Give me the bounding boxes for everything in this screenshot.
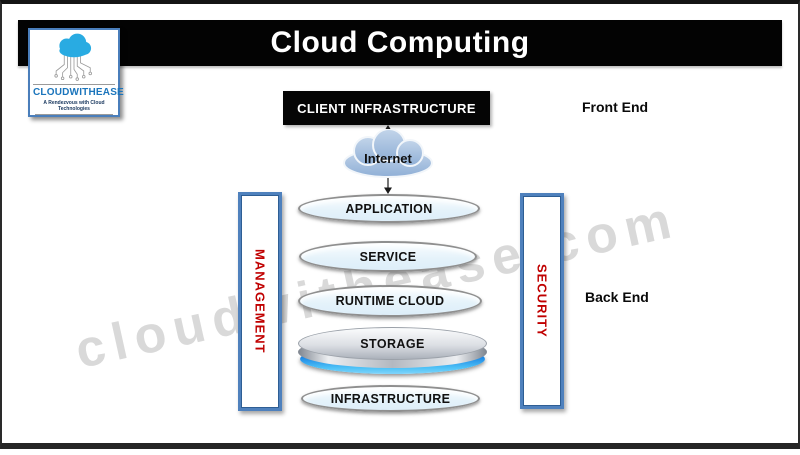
internet-label: Internet (364, 151, 412, 166)
logo-cloud-icon (54, 33, 92, 81)
internet-cloud-icon (343, 128, 433, 178)
client-infrastructure-box: CLIENT INFRASTRUCTURE (283, 91, 490, 125)
internet-cloud: Internet (334, 128, 442, 179)
management-label: MANAGEMENT (252, 249, 268, 354)
security-bar: SECURITY (520, 193, 564, 409)
logo: CLOUDWITHEASE A Rendezvous with Cloud Te… (28, 28, 124, 117)
layer-runtime-cloud: RUNTIME CLOUD (298, 285, 482, 317)
front-end-label: Front End (582, 99, 649, 115)
layer-application: APPLICATION (298, 194, 480, 223)
layer-service: SERVICE (299, 241, 477, 272)
title-banner: Cloud Computing (18, 20, 782, 66)
page-title: Cloud Computing (270, 26, 530, 59)
layer-infrastructure: INFRASTRUCTURE (301, 385, 480, 412)
client-infrastructure-label: CLIENT INFRASTRUCTURE (297, 100, 476, 116)
management-bar: MANAGEMENT (238, 192, 282, 411)
layer-storage: STORAGE (298, 327, 487, 360)
logo-name: CLOUDWITHEASE (33, 84, 124, 98)
logo-tagline: A Rendezvous with Cloud Technologies (35, 98, 113, 115)
security-label: SECURITY (534, 264, 550, 338)
back-end-label: Back End (585, 289, 649, 305)
layer-storage-disk: STORAGE (298, 327, 487, 376)
